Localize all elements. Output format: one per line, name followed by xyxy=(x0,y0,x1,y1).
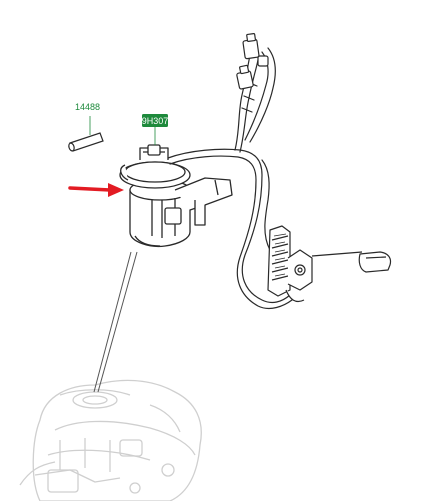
callout-pin: 14488 xyxy=(75,102,100,112)
callout-label-pump: 9H307 xyxy=(142,116,169,126)
pin-part xyxy=(68,116,104,152)
sender-hatching xyxy=(273,233,287,277)
callout-label-pin: 14488 xyxy=(75,102,100,112)
electrical-connector-icon xyxy=(236,33,269,90)
callout-pump: 9H307 xyxy=(142,114,169,145)
fuel-pump-module xyxy=(119,144,233,248)
leader-line xyxy=(93,251,138,393)
wiring-harness xyxy=(167,47,293,310)
fuel-level-sender xyxy=(267,225,392,303)
callout-badge xyxy=(142,114,168,127)
fuel-tank-outline xyxy=(19,379,202,501)
red-arrow-icon xyxy=(68,183,124,197)
